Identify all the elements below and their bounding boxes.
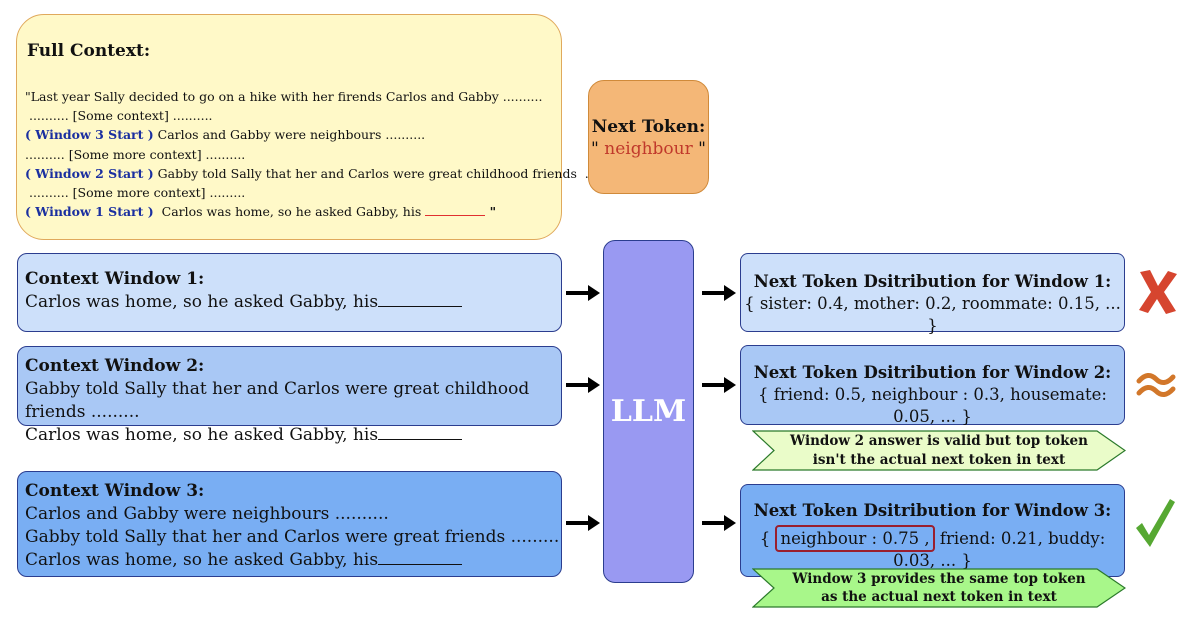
full-context-line-1: "Last year Sally decided to go on a hike…: [25, 89, 543, 104]
arrow-right-icon: [566, 377, 600, 393]
check-mark-icon: [1136, 499, 1175, 547]
context-window-3: Context Window 3: Carlos and Gabby were …: [17, 471, 562, 577]
window-3-note-line-1: Window 3 provides the same top token: [792, 570, 1086, 587]
window-2-note-line-2: isn't the actual next token in text: [812, 451, 1066, 468]
context-window-1: Context Window 1: Carlos was home, so he…: [17, 253, 562, 332]
arrow-right-icon: [702, 377, 736, 393]
next-token-label: Next Token:: [591, 117, 706, 137]
window-2-note-line-1: Window 2 answer is valid but top token: [790, 433, 1088, 449]
distribution-window-2: Next Token Dsitribution for Window 2: { …: [740, 345, 1125, 426]
full-context-line-2: .......... [Some context] ..........: [25, 108, 213, 124]
arrow-right-icon: [702, 515, 736, 531]
full-context-line-3: Carlos and Gabby were neighbours .......…: [153, 127, 426, 143]
context-window-2: Context Window 2: Gabby told Sally that …: [17, 346, 562, 445]
distribution-window-1-title: Next Token Dsitribution for Window 1:: [753, 272, 1112, 291]
arrow-right-icon: [566, 285, 600, 301]
llm-label: LLM: [610, 394, 687, 429]
window-3-start-marker: ( Window 3 Start ): [25, 127, 154, 143]
window-3-note-line-2: as the actual next token in text: [821, 589, 1057, 605]
arrow-right-icon: [702, 285, 736, 301]
answer-blank: [425, 215, 486, 217]
next-token-value: " neighbour ": [589, 139, 708, 159]
context-window-3-line-3: Carlos was home, so he asked Gabby, his: [25, 549, 561, 572]
context-window-3-text: Carlos was home, so he asked Gabby, his: [25, 550, 379, 570]
context-window-2-line-1: Gabby told Sally that her and Carlos wer…: [25, 379, 530, 422]
window-2-start-marker: ( Window 2 Start ): [25, 165, 154, 181]
distribution-window-3: Next Token Dsitribution for Window 3: { …: [740, 484, 1125, 577]
full-context-line-5: Gabby told Sally that her and Carlos wer…: [153, 165, 625, 181]
next-token-open-quote: ": [591, 139, 605, 159]
arrow-right-icon: [566, 515, 600, 531]
context-window-2-text: Carlos was home, so he asked Gabby, his: [25, 425, 379, 445]
context-window-3-blank: [378, 564, 463, 565]
full-context-line-4: .......... [Some more context] .........…: [25, 146, 246, 162]
distribution-window-3-open-brace: {: [759, 529, 776, 548]
context-window-3-line-2: Gabby told Sally that her and Carlos wer…: [25, 527, 560, 547]
closing-quote: ": [485, 204, 497, 220]
window-3-note-banner: Window 3 provides the same top token as …: [752, 568, 1126, 608]
context-window-1-line-1: Carlos was home, so he asked Gabby, his: [25, 291, 561, 314]
distribution-window-1: Next Token Dsitribution for Window 1: { …: [740, 253, 1125, 335]
context-window-1-text: Carlos was home, so he asked Gabby, his: [25, 292, 379, 312]
distribution-window-1-values: { sister: 0.4, mother: 0.2, roommate: 0.…: [744, 294, 1121, 335]
window-2-note-banner: Window 2 answer is valid but top token i…: [752, 430, 1126, 471]
distribution-window-3-title: Next Token Dsitribution for Window 3:: [753, 501, 1112, 520]
full-context-line-7: Carlos was home, so he asked Gabby, his: [153, 204, 426, 220]
highlighted-top-token: neighbour : 0.75 ,: [775, 525, 935, 552]
next-token-close-quote: ": [692, 139, 706, 159]
context-window-1-title: Context Window 1:: [25, 269, 205, 289]
distribution-window-3-values: { neighbour : 0.75 , friend: 0.21, buddy…: [741, 525, 1124, 572]
distribution-window-2-values: { friend: 0.5, neighbour : 0.3, housemat…: [757, 385, 1107, 426]
distribution-window-3-rest: friend: 0.21, buddy: 0.03, ... }: [893, 529, 1106, 570]
context-window-3-line-1: Carlos and Gabby were neighbours .......…: [25, 504, 389, 524]
context-window-1-blank: [378, 306, 463, 307]
approx-mark-icon: [1136, 373, 1176, 397]
full-context-title: Full Context:: [27, 41, 151, 61]
context-window-2-line-2: Carlos was home, so he asked Gabby, his: [25, 424, 561, 447]
full-context-line-6: .......... [Some more context] .........: [25, 185, 246, 201]
llm-block: LLM: [603, 240, 694, 583]
next-token-word: neighbour: [604, 139, 693, 159]
full-context-box: Full Context: "Last year Sally decided t…: [16, 14, 625, 240]
next-token-box: Next Token: " neighbour ": [588, 80, 709, 194]
full-context-text: "Last year Sally decided to go on a hike…: [25, 87, 625, 221]
context-window-2-title: Context Window 2:: [25, 356, 205, 376]
context-window-3-title: Context Window 3:: [25, 481, 205, 501]
window-1-start-marker: ( Window 1 Start ): [25, 204, 154, 220]
cross-mark-icon: [1139, 270, 1177, 314]
context-window-2-blank: [378, 439, 463, 440]
distribution-window-2-title: Next Token Dsitribution for Window 2:: [753, 363, 1112, 382]
